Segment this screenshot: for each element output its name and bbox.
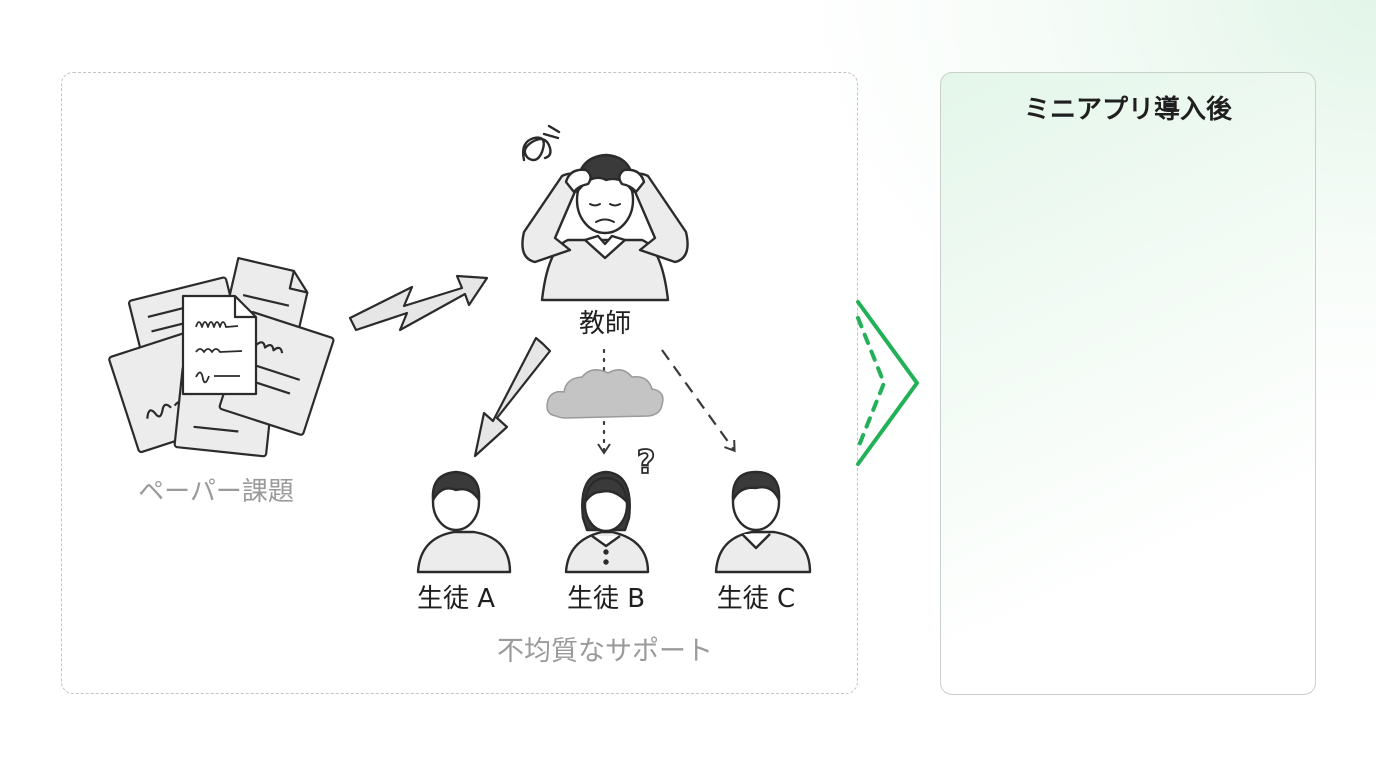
after-panel: ミニアプリ導入後	[940, 72, 1316, 695]
before-panel	[61, 72, 858, 694]
student-c-icon	[714, 470, 812, 574]
uneven-support-caption: 不均質なサポート	[497, 636, 713, 667]
student-a-label: 生徒 A	[417, 584, 495, 614]
after-panel-title: ミニアプリ導入後	[1023, 95, 1232, 125]
cloud-icon	[546, 369, 664, 419]
teacher-stressed-icon	[521, 124, 689, 302]
question-mark-icon: ?	[637, 443, 656, 481]
teacher-label: 教師	[579, 309, 631, 339]
strong-support-arrow-icon	[473, 336, 552, 458]
transition-chevron-icon	[856, 300, 919, 466]
paper-stack-icon	[108, 256, 335, 458]
student-b-icon	[564, 470, 650, 574]
student-c-label: 生徒 C	[717, 584, 795, 614]
student-a-icon	[416, 470, 512, 574]
paper-assignment-label: ペーパー課題	[138, 477, 294, 507]
student-b-label: 生徒 B	[567, 584, 645, 614]
partial-support-dashed-arrow	[661, 349, 736, 453]
zigzag-arrow-icon	[348, 274, 489, 332]
